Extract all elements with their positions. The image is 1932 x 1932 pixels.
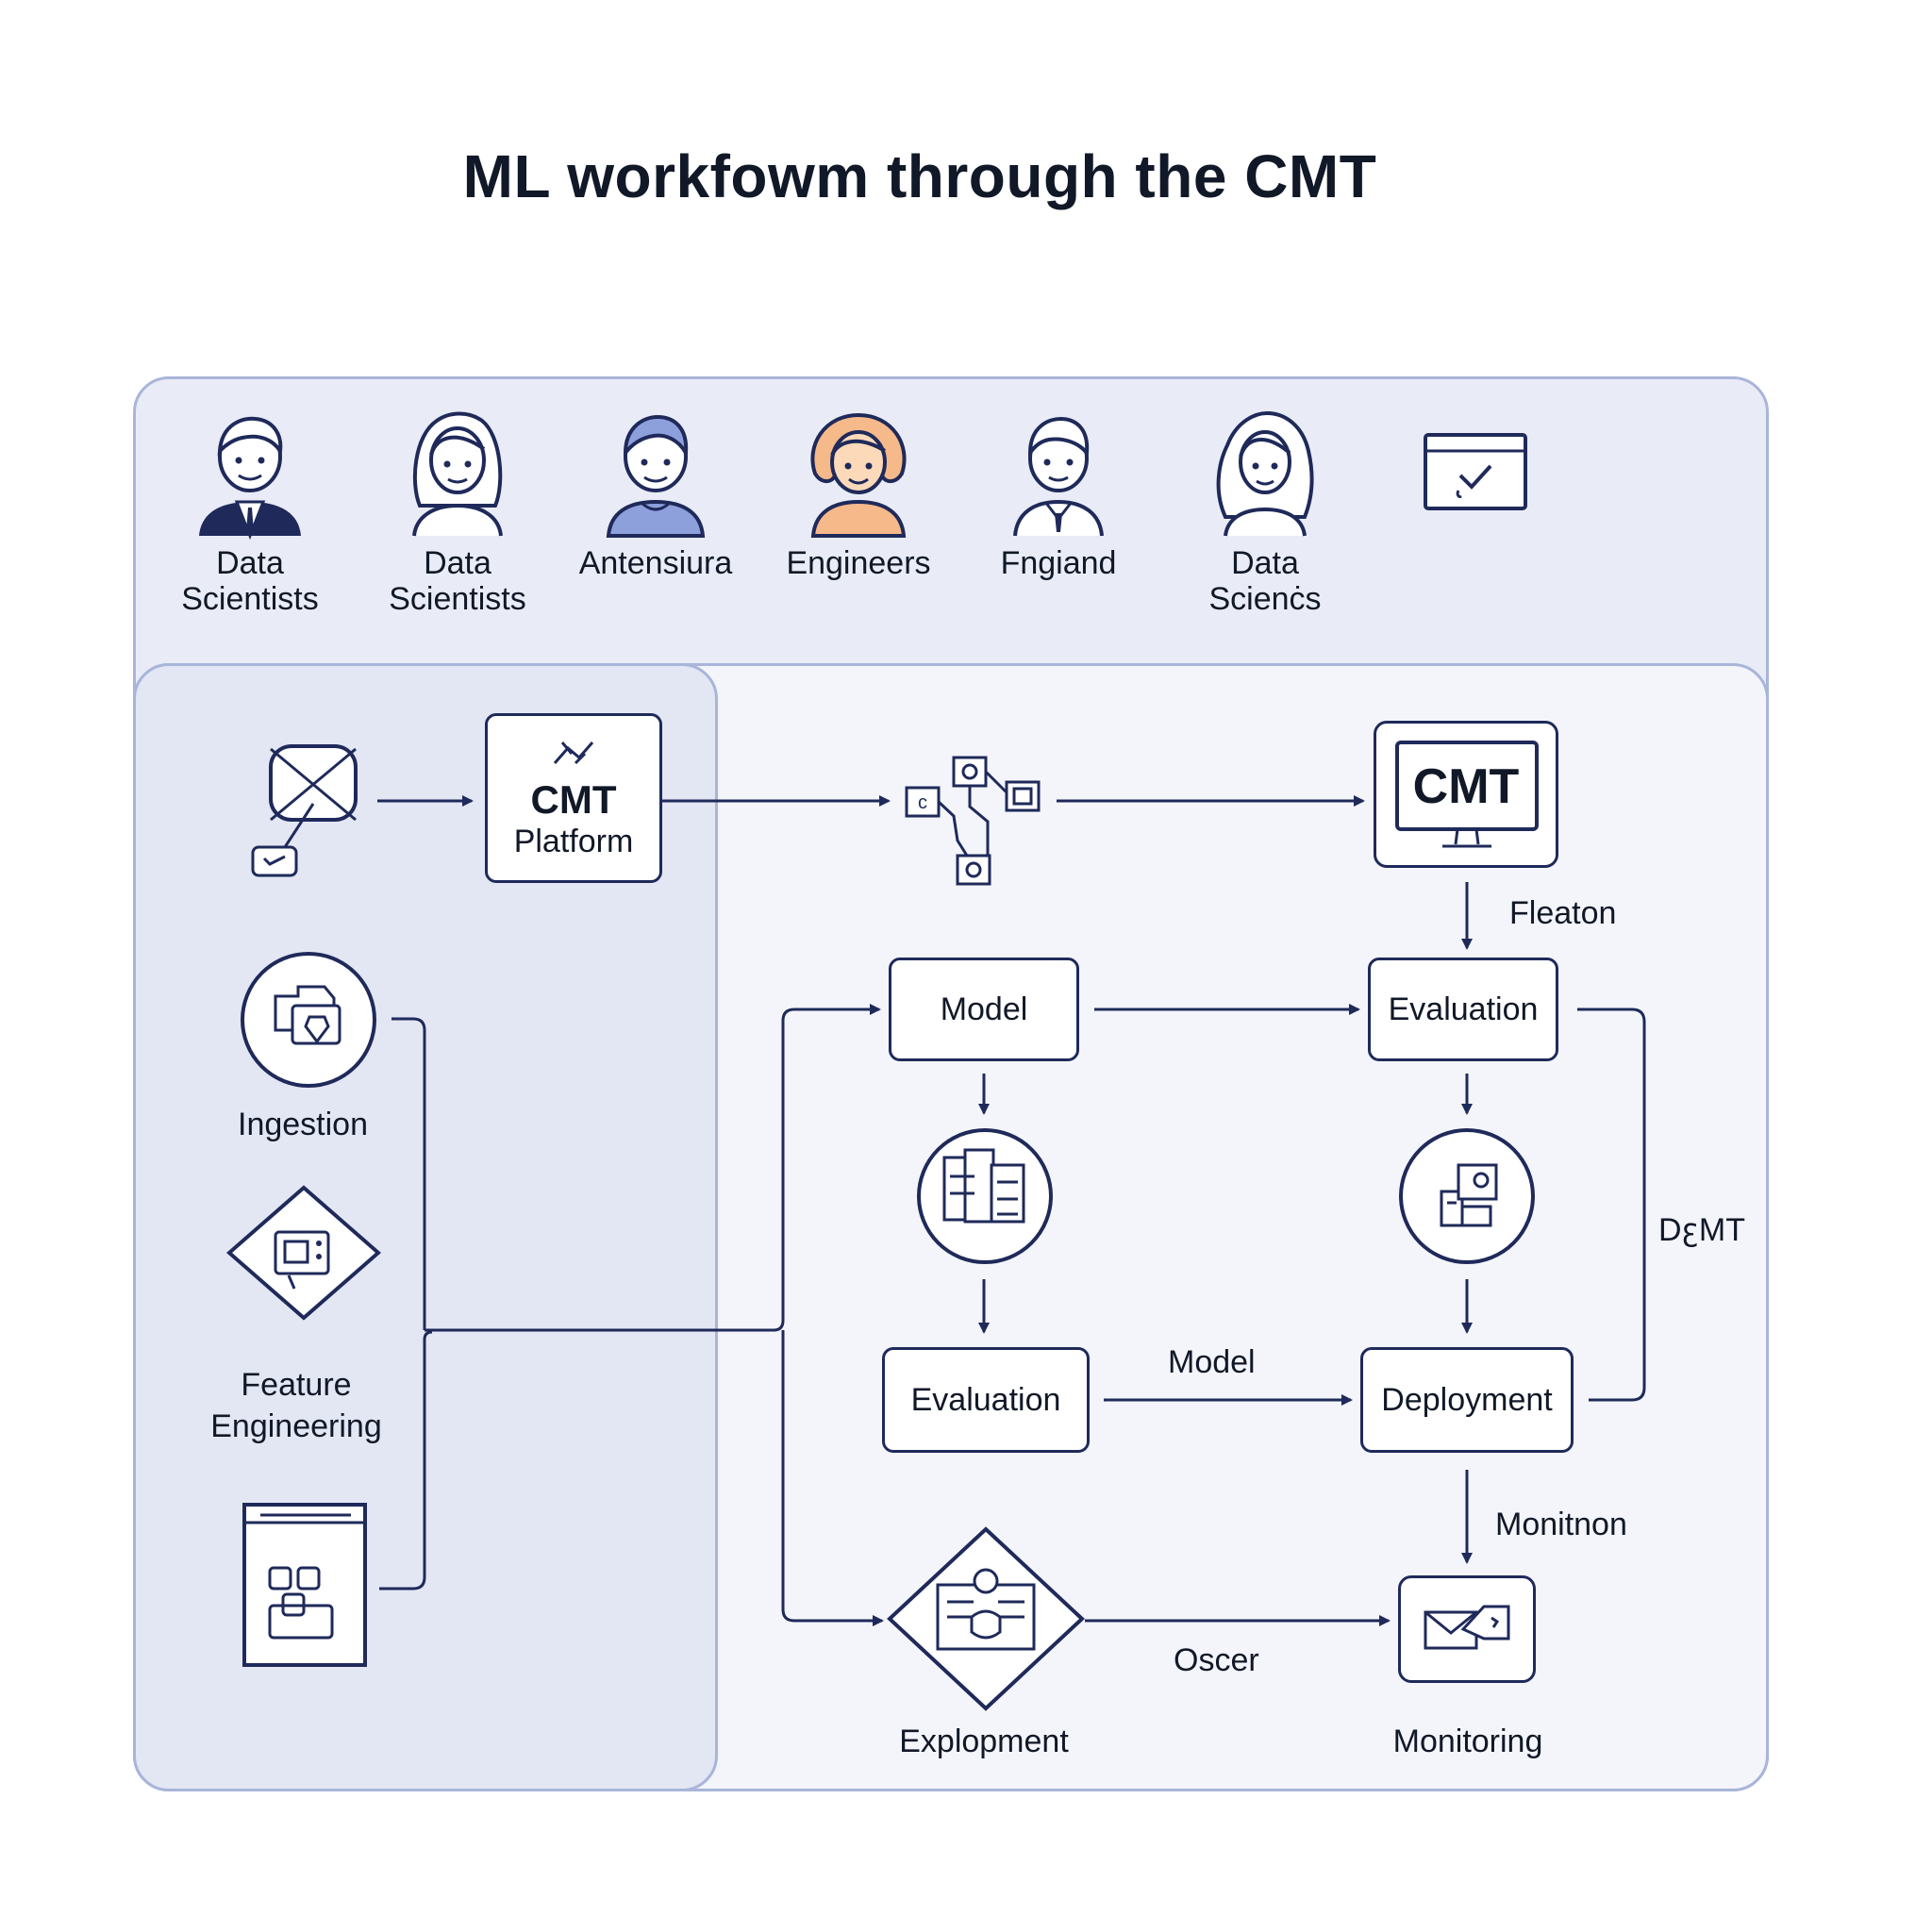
feature-engineering-icon [226,1185,381,1321]
dataset-cards-icon [917,1128,1053,1264]
oscer-label: Oscer [1174,1642,1259,1678]
evaluation-node-top[interactable]: Evaluation [1368,958,1558,1061]
line-catalog-bus [379,1330,433,1591]
persona-antensiura: Antensiura [566,408,745,581]
persona-data-sciencs: Data Scienċs [1175,408,1355,617]
monitoring-node[interactable] [1398,1575,1536,1683]
persona-data-scientists-1: Data Scientists [160,408,340,617]
monitoring-label: Monitoring [1392,1724,1543,1759]
persona-engineers: Engineers [769,408,948,581]
diagram-title: ML workfowm through the CMT [462,142,1377,210]
ingestion-label: Ingestion [238,1107,368,1142]
persona-data-scientists-2: Data Scientists [368,408,547,617]
fleaton-label: Fleaton [1509,895,1617,931]
cmt-monitor-label: CMT [1412,759,1520,814]
cmt-platform-subtitle: Platform [513,824,634,859]
cmt-monitor-node[interactable]: CMT [1374,721,1558,868]
person-shaded-icon [606,414,706,538]
persona-label: Data Scientists [181,545,319,617]
data-source-icon [251,744,358,877]
monitnon-label: Monitnon [1495,1507,1627,1542]
evaluation-metrics-icon [1399,1128,1535,1264]
person-tie-icon [1013,416,1104,537]
catalog-window-icon [242,1503,367,1667]
person-suit-icon [199,416,301,540]
model-edge-label: Model [1168,1344,1256,1380]
line-bus [425,1004,881,1332]
envelope-send-icon [1424,1605,1510,1650]
ingestion-icon [241,952,376,1088]
explopment-icon [887,1526,1085,1711]
loop-damt [1577,1008,1646,1402]
persona-label: Data Scienċs [1208,545,1322,617]
shuffle-icon [553,741,594,765]
monitor-icon [1395,741,1539,848]
model-node[interactable]: Model [889,958,1079,1061]
feature-engineering-label: Feature Engineering [210,1367,382,1444]
evaluation-node-bottom[interactable]: Evaluation [882,1347,1090,1453]
line-ingestion-bus [391,1017,426,1330]
person-orange-icon [810,412,907,538]
persona-label: Engineers [786,545,931,581]
browser-check-icon [1424,433,1527,510]
deployment-node[interactable]: Deployment [1360,1347,1574,1453]
line-bus-to-explopment [781,1330,884,1626]
persona-fngiand: Fngiand [969,408,1148,581]
cmt-platform-node[interactable]: CMT Platform [485,713,662,883]
persona-label: Data Scientists [389,545,526,617]
persona-label: Fngiand [1000,545,1117,581]
pipeline-graph-icon: c [905,756,1041,886]
cmt-platform-title: CMT [530,777,617,822]
explopment-label: Explopment [899,1724,1069,1759]
damt-label: DꜫMT [1658,1212,1746,1248]
person-long-hair-icon [412,411,503,537]
person-wavy-hair-icon [1216,410,1314,537]
svg-text:c: c [918,792,927,813]
persona-label: Antensiura [578,545,733,581]
